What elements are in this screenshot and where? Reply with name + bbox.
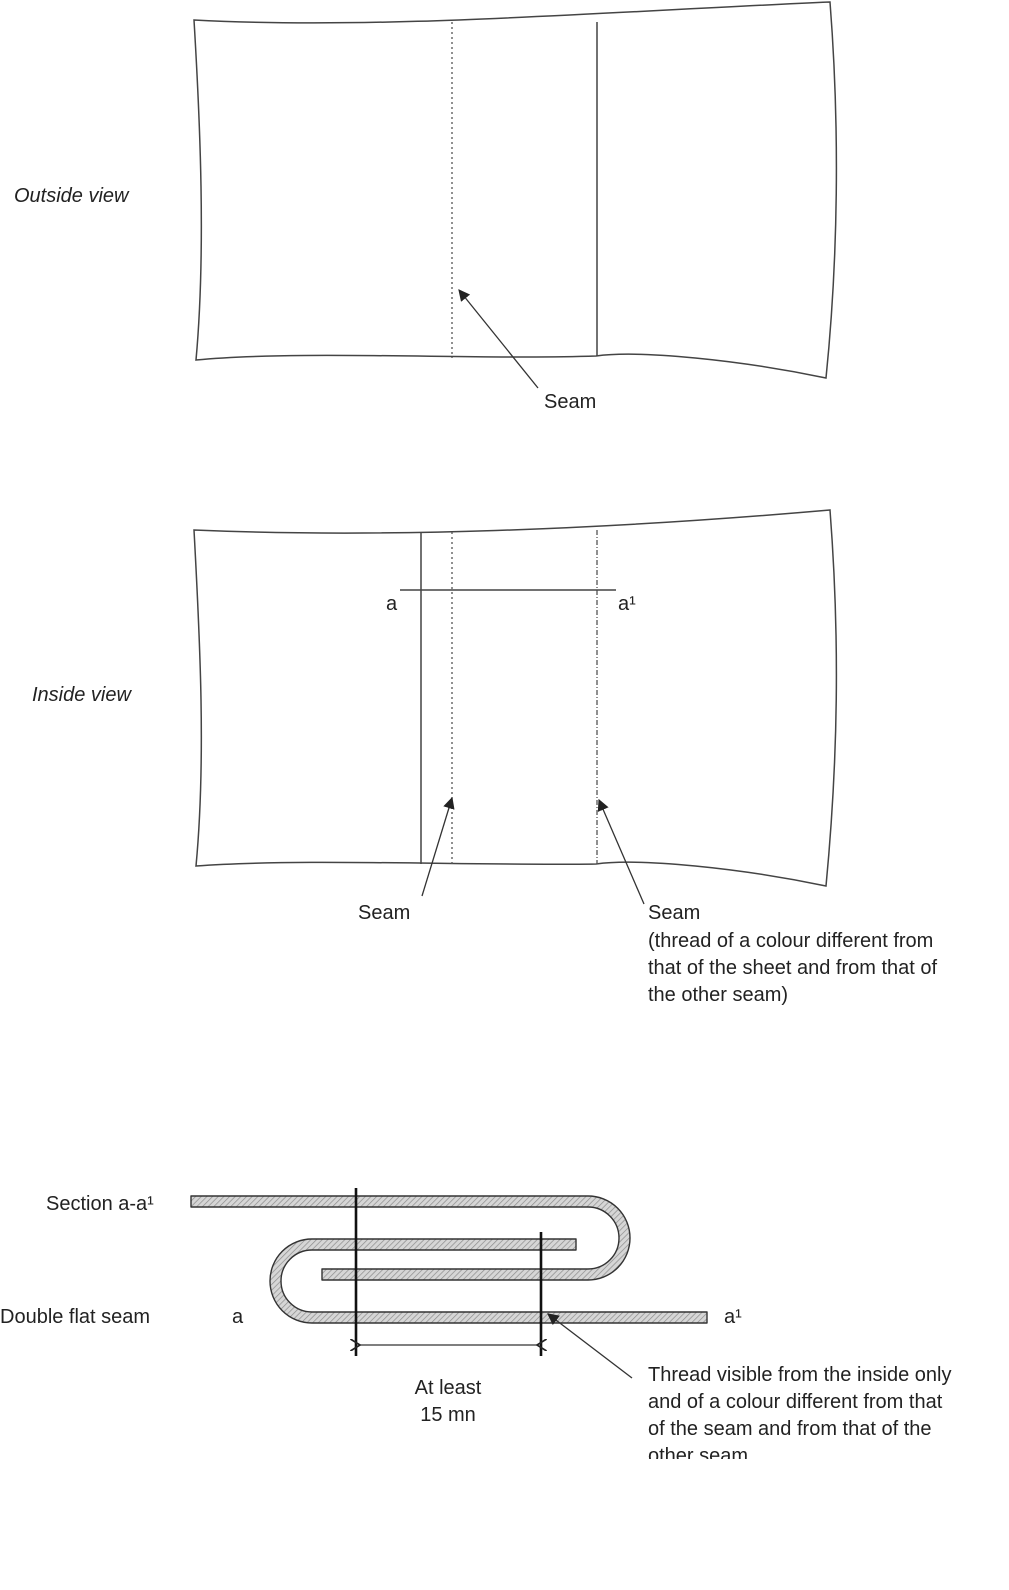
outside-seam-label: Seam — [544, 391, 596, 413]
inside-seam-right-leader — [597, 798, 645, 905]
section-end-right-label: a¹ — [724, 1306, 742, 1328]
dimension-label: 15 mn — [420, 1404, 476, 1426]
thread-note-line: Thread visible from the inside only — [648, 1364, 951, 1386]
outside-sheet — [193, 1, 838, 379]
inside-seam-left-leader — [421, 796, 455, 897]
section-end-label: a¹ — [618, 593, 636, 615]
outside-view: Outside view Seam — [14, 1, 838, 413]
seam-note-line: that of the sheet and from that of — [648, 957, 938, 979]
thread-note-line: and of a colour different from that — [648, 1391, 943, 1413]
inside-view: Inside view a a¹ Seam Seam (thread of a … — [32, 509, 938, 1006]
section-title: Section a-a¹ — [46, 1193, 154, 1215]
thread-leader — [547, 1313, 633, 1379]
outside-seam-leader — [458, 289, 539, 389]
inside-sheet — [193, 509, 838, 887]
thread-note: Thread visible from the inside only and … — [648, 1364, 951, 1467]
bottom-sheet-fold — [269, 1238, 708, 1324]
thread-note-line: other seam. — [648, 1445, 754, 1467]
outside-view-label: Outside view — [14, 185, 130, 207]
thread-note-line: of the seam and from that of the — [648, 1418, 932, 1440]
inside-view-label: Inside view — [32, 684, 132, 706]
inside-seam-right-label: Seam — [648, 902, 700, 924]
seam-note-line: the other seam) — [648, 984, 788, 1006]
top-sheet-fold — [190, 1195, 631, 1281]
seam-type-label: Double flat seam — [0, 1306, 150, 1328]
section-view: Section a-a¹ Double flat seam a a¹ At le… — [0, 1188, 951, 1467]
dimension-label: At least — [415, 1377, 482, 1399]
inside-seam-left-label: Seam — [358, 902, 410, 924]
section-end-left-label: a — [232, 1306, 244, 1328]
section-start-label: a — [386, 593, 398, 615]
seam-note-line: (thread of a colour different from — [648, 930, 933, 952]
